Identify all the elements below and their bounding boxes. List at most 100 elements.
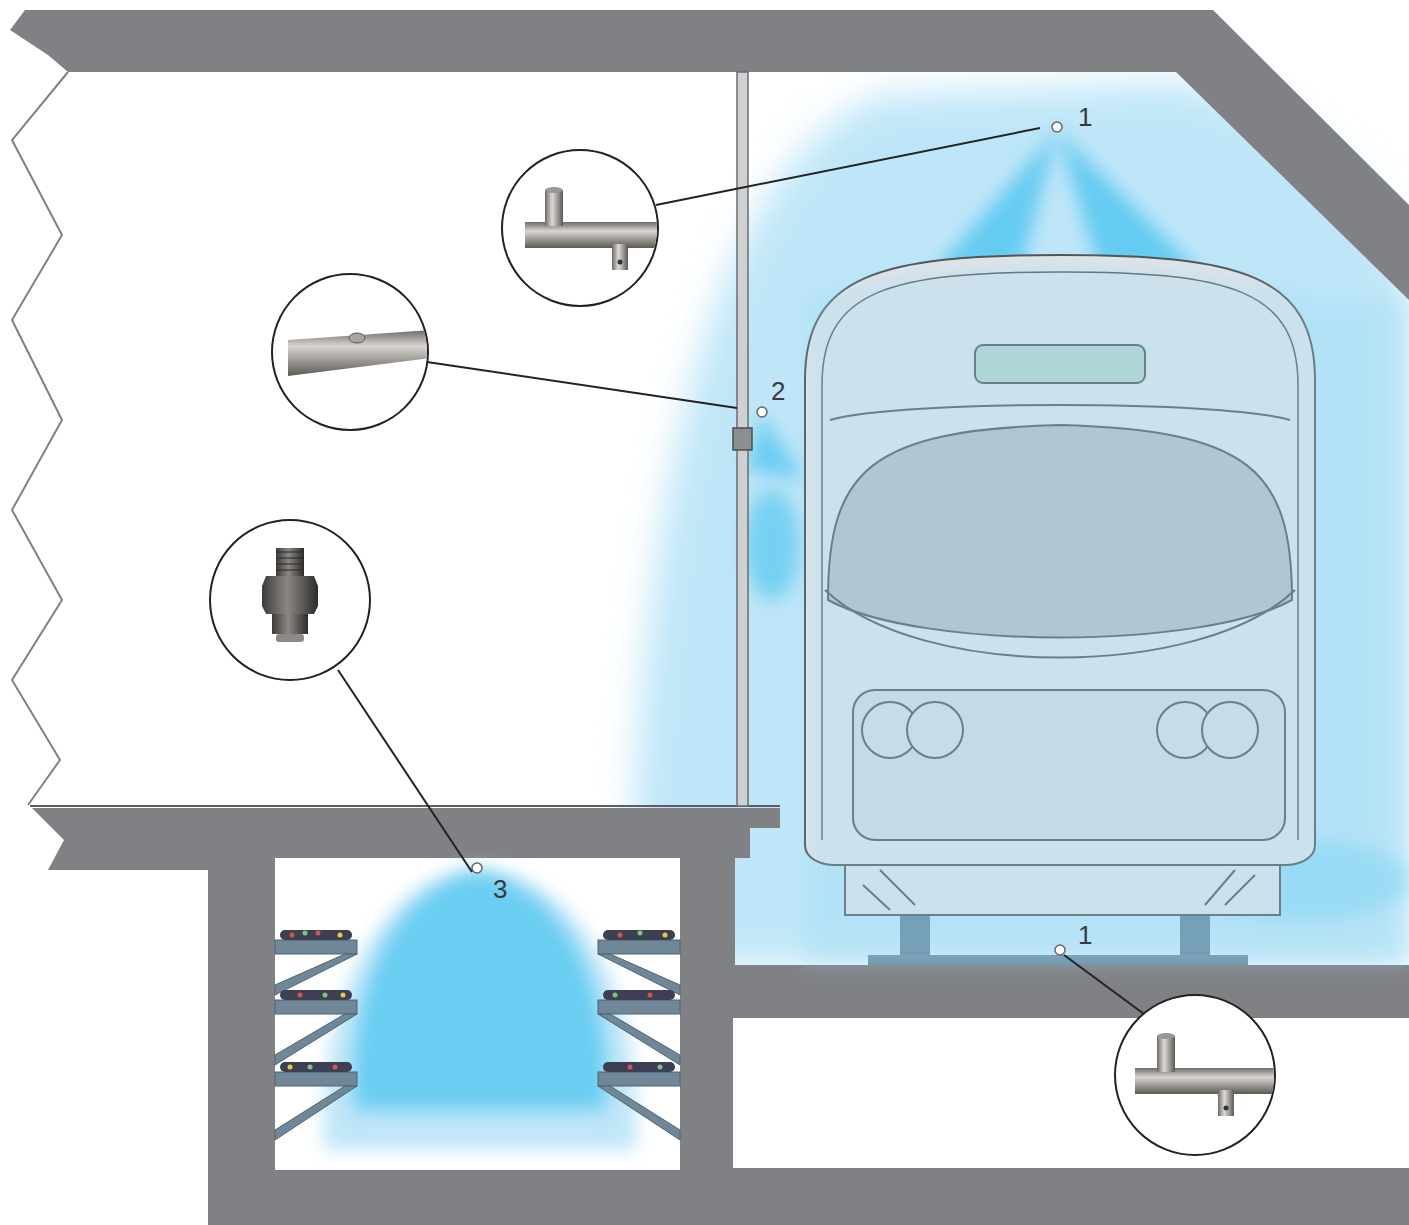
nozzle-down	[1218, 1090, 1234, 1116]
nozzle	[472, 863, 482, 873]
nozzle-up	[545, 190, 563, 226]
cable-end	[658, 1065, 663, 1070]
thread-lines	[276, 552, 304, 570]
leader-lines	[338, 128, 1144, 1014]
detail-3	[210, 520, 370, 680]
leader-line	[427, 362, 737, 408]
detail-photo	[525, 187, 665, 270]
cable-end	[613, 993, 618, 998]
cable-end	[628, 1065, 633, 1070]
detail-1	[502, 150, 665, 306]
cable-tray	[598, 1072, 680, 1086]
pipe-coupling	[733, 428, 752, 450]
nozzle-orifice	[618, 260, 623, 265]
train	[805, 255, 1409, 965]
callout-number: 2	[771, 378, 785, 404]
cable-bundle	[603, 990, 675, 1000]
pipe	[1135, 1068, 1275, 1094]
callout-number: 1	[1078, 104, 1092, 130]
cable-tray	[598, 1000, 680, 1014]
nozzle	[757, 407, 767, 417]
mist-cloud	[324, 868, 636, 1150]
cable-dots	[288, 933, 668, 1070]
cable-end	[648, 993, 653, 998]
leader-line	[338, 670, 472, 872]
hex-nut	[262, 576, 318, 614]
mist-cloud	[635, 82, 1409, 965]
cable-end	[341, 993, 346, 998]
spray-cone	[935, 130, 1057, 275]
cable-bundle	[280, 1062, 352, 1072]
tray-brace	[275, 1014, 357, 1065]
cable-tray	[275, 1000, 357, 1014]
nozzle-tip	[276, 634, 304, 642]
thread	[276, 548, 304, 576]
ceiling-slab	[10, 10, 1409, 300]
tray-brace	[275, 1086, 357, 1140]
cable-trays-left	[275, 940, 357, 1140]
cable-end	[288, 1065, 293, 1070]
leader-line	[656, 128, 1040, 205]
cable-tray	[275, 940, 357, 954]
tray-brace	[598, 1086, 680, 1140]
cable-bundle	[603, 1062, 675, 1072]
structure	[10, 10, 1409, 1225]
cable-bundle	[280, 990, 352, 1000]
cable-dots	[303, 931, 663, 1070]
detail-2	[272, 274, 430, 430]
cable-dots	[290, 931, 653, 1070]
tray-brace	[598, 1014, 680, 1065]
trench-contents	[275, 868, 680, 1150]
detail-circle	[210, 520, 370, 680]
cable-end	[303, 931, 308, 936]
callout-number: 1	[1078, 922, 1092, 948]
nozzle-orifice	[1224, 1106, 1229, 1111]
cables	[280, 930, 675, 1072]
detail-circle	[1115, 995, 1275, 1155]
cable-end	[323, 993, 328, 998]
cable-end	[338, 933, 343, 938]
nozzles	[472, 122, 1065, 955]
detail-4	[1115, 995, 1275, 1155]
cable-end	[333, 1065, 338, 1070]
spray-cone	[1057, 130, 1200, 275]
nozzle-tip	[1157, 1033, 1175, 1039]
break-line	[12, 72, 68, 805]
nozzle-tip	[545, 187, 563, 193]
tray-brace	[275, 954, 357, 995]
mist-blob	[744, 490, 800, 600]
cable-end	[638, 931, 643, 936]
cable-trays-right	[598, 940, 680, 1140]
pipe	[288, 330, 430, 376]
callout-number: 3	[493, 876, 507, 902]
leader-line	[1064, 955, 1144, 1014]
cable-bundle	[603, 930, 675, 940]
platform-edge	[30, 805, 780, 807]
nozzle-body	[272, 614, 308, 634]
cable-end	[298, 993, 303, 998]
cable-end	[663, 933, 668, 938]
cable-end	[618, 933, 623, 938]
cable-end	[308, 1065, 313, 1070]
cable-end	[290, 933, 295, 938]
detail-photo	[1135, 1033, 1275, 1116]
mist-overlay	[805, 263, 1409, 966]
standpipe	[733, 72, 752, 806]
detail-photo	[262, 548, 318, 642]
nozzle-head	[349, 333, 365, 343]
cable-trench	[275, 858, 680, 1170]
nozzle-down	[612, 244, 628, 270]
nozzle	[1052, 122, 1062, 132]
mist-cloud	[354, 872, 607, 1110]
nozzle	[1055, 945, 1065, 955]
mist-tunnel	[635, 82, 1409, 965]
cable-bundle	[280, 930, 352, 940]
detail-photo	[288, 330, 430, 376]
nozzle-up	[1157, 1036, 1175, 1072]
cable-tray	[598, 940, 680, 954]
cable-end	[316, 931, 321, 936]
cable-tray	[275, 1072, 357, 1086]
spray-cone	[745, 414, 805, 480]
